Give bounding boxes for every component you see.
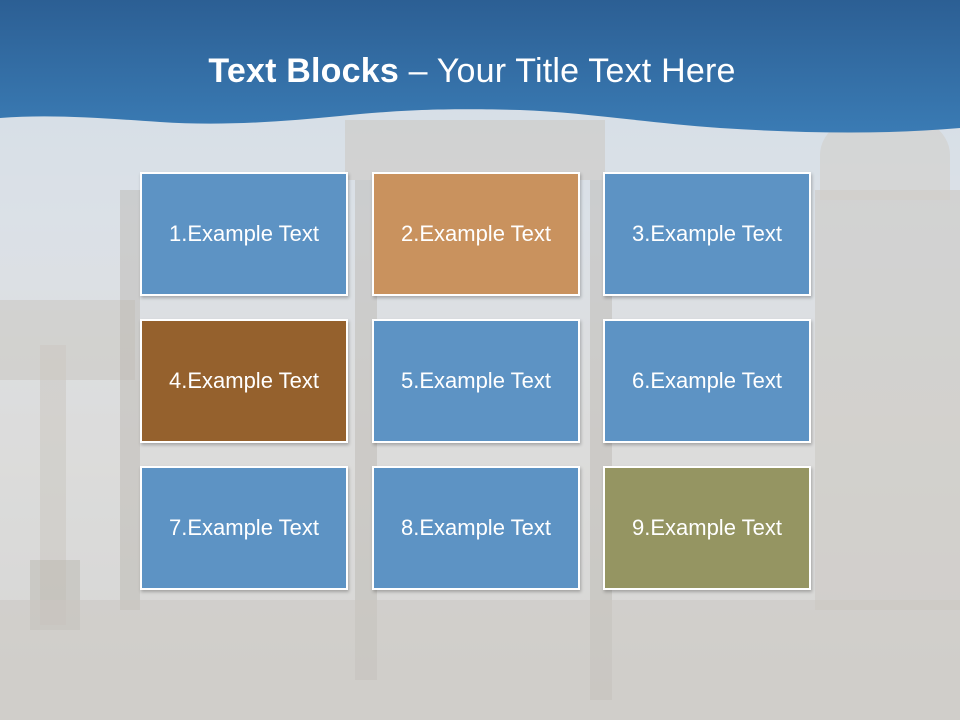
temple-column bbox=[120, 190, 140, 610]
text-block-2[interactable]: 2.Example Text bbox=[372, 172, 580, 296]
text-block-5[interactable]: 5.Example Text bbox=[372, 319, 580, 443]
title-dash: – bbox=[398, 52, 437, 90]
text-block-label: 6.Example Text bbox=[631, 368, 782, 393]
text-block-label: 4.Example Text bbox=[168, 368, 319, 393]
title-rest-text: Your Title Text Here bbox=[436, 52, 736, 90]
text-block-8[interactable]: 8.Example Text bbox=[372, 466, 580, 590]
text-block-label: 9.Example Text bbox=[631, 515, 782, 540]
church-facade bbox=[815, 190, 960, 610]
forum-ground bbox=[0, 600, 960, 720]
text-block-label: 8.Example Text bbox=[400, 515, 551, 540]
slide-title: Text Blocks – Your Title Text Here bbox=[0, 52, 944, 91]
text-block-9[interactable]: 9.Example Text bbox=[603, 466, 811, 590]
header-banner bbox=[0, 0, 960, 133]
text-block-label: 2.Example Text bbox=[400, 221, 551, 246]
text-block-label: 3.Example Text bbox=[631, 221, 782, 246]
text-block-6[interactable]: 6.Example Text bbox=[603, 319, 811, 443]
text-block-1[interactable]: 1.Example Text bbox=[140, 172, 348, 296]
title-bold-text: Text Blocks bbox=[208, 52, 399, 90]
text-block-4[interactable]: 4.Example Text bbox=[140, 319, 348, 443]
text-block-7[interactable]: 7.Example Text bbox=[140, 466, 348, 590]
text-block-label: 1.Example Text bbox=[168, 221, 319, 246]
temple-column bbox=[355, 180, 377, 680]
text-block-3[interactable]: 3.Example Text bbox=[603, 172, 811, 296]
text-block-label: 7.Example Text bbox=[168, 515, 319, 540]
text-block-label: 5.Example Text bbox=[400, 368, 551, 393]
distant-city bbox=[0, 300, 135, 380]
temple-entablature bbox=[345, 120, 605, 180]
ancient-column bbox=[40, 345, 66, 625]
